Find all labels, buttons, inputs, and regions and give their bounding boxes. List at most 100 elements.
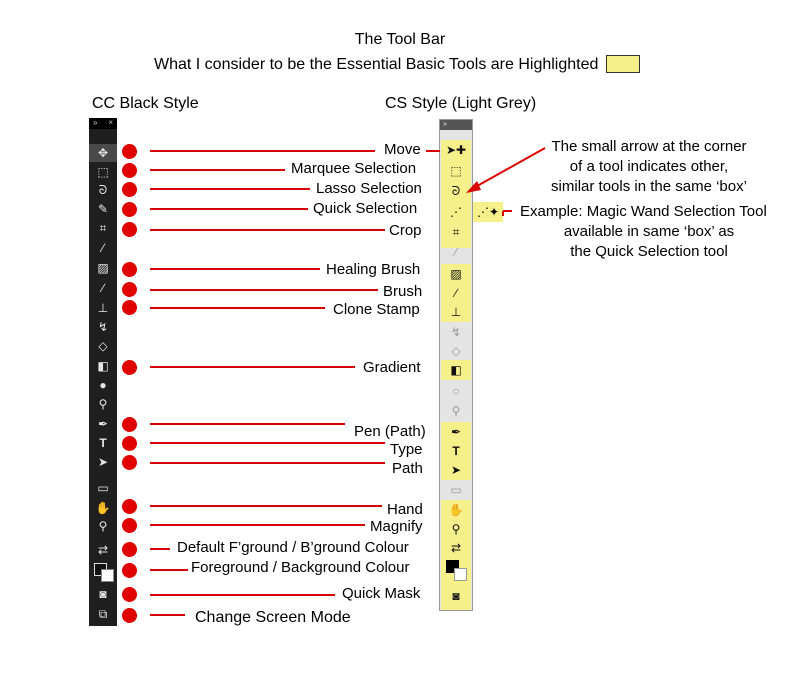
cs-crop-icon[interactable]: ⌗: [452, 225, 460, 239]
color-swatch-icon[interactable]: [89, 561, 117, 582]
screen-mode-icon[interactable]: ⧉: [98, 607, 108, 621]
highlight-group-brushes: [441, 264, 471, 322]
eyedropper-icon[interactable]: ⁄: [101, 241, 104, 255]
move-icon[interactable]: ✥: [89, 144, 117, 162]
cs-path-selection-icon[interactable]: ➤: [450, 463, 462, 477]
crop-icon[interactable]: ⌗: [99, 221, 107, 235]
cs-heading: CS Style (Light Grey): [385, 95, 537, 112]
connector-line: [426, 150, 440, 152]
marker-dot: [122, 262, 137, 277]
history-brush-icon[interactable]: ↯: [97, 320, 109, 334]
marker-dot: [122, 202, 137, 217]
note-example-line2: available in same ‘box’ as: [563, 223, 735, 240]
cs-zoom-icon[interactable]: ⚲: [451, 522, 461, 536]
cs-eraser-icon[interactable]: ◇: [451, 344, 461, 358]
marker-dot: [122, 587, 137, 602]
cs-toolbar-header[interactable]: »: [440, 120, 472, 130]
cc-heading: CC Black Style: [92, 95, 199, 112]
highlight-group-pen-type: [441, 422, 471, 480]
cs-rectangle-icon[interactable]: ▭: [450, 483, 462, 497]
cs-history-brush-icon[interactable]: ↯: [450, 325, 462, 339]
cs-lasso-icon[interactable]: ᘐ: [451, 184, 461, 198]
type-icon[interactable]: T: [99, 436, 107, 450]
highlight-group-navigation: [441, 500, 471, 610]
cs-healing-brush-icon[interactable]: ▨: [450, 267, 462, 281]
connector-line: [150, 423, 345, 425]
gradient-icon[interactable]: ◧: [97, 359, 109, 373]
connector-line: [150, 208, 308, 210]
cs-blur-icon[interactable]: ○: [452, 384, 460, 398]
note-arrow-line1: The small arrow at the corner: [551, 138, 747, 155]
eraser-icon[interactable]: ◇: [98, 339, 108, 353]
marker-dot: [122, 436, 137, 451]
tool-label: Magnify: [370, 518, 423, 535]
tool-label: Brush: [383, 283, 423, 300]
cs-toolbar: » ➤✚ ⬚ ᘐ ⋰ ⌗ ⁄ ▨ ∕ ⊥ ↯ ◇ ◧ ○ ⚲ ✒ T ➤ ▭ ✋…: [439, 119, 473, 611]
connector-line: [150, 150, 375, 152]
marquee-icon[interactable]: ⬚: [97, 165, 109, 179]
connector-line: [150, 366, 355, 368]
marker-dot: [122, 144, 137, 159]
clone-stamp-icon[interactable]: ⊥: [97, 301, 109, 315]
tool-label: Crop: [389, 222, 422, 239]
tool-label: Hand: [387, 501, 423, 518]
tool-label: Lasso Selection: [316, 180, 422, 197]
note-example-line1: Example: Magic Wand Selection Tool: [520, 203, 767, 220]
cs-color-swatch-icon[interactable]: [441, 558, 471, 584]
healing-brush-icon[interactable]: ▨: [97, 261, 109, 275]
magic-wand-icon: ⋰✦: [476, 205, 500, 219]
connector-line: [150, 169, 285, 171]
connector-line: [150, 229, 385, 231]
blur-icon[interactable]: ●: [99, 378, 107, 392]
cs-clone-stamp-icon[interactable]: ⊥: [450, 305, 462, 319]
rectangle-icon[interactable]: ▭: [97, 481, 109, 495]
magic-wand-example: ⋰✦: [473, 202, 503, 222]
note-arrow-line3: similar tools in the same ‘box’: [551, 178, 747, 195]
page-title: The Tool Bar: [354, 31, 446, 48]
cs-default-colors-icon[interactable]: ⇄: [450, 541, 462, 555]
page-subtitle: What I consider to be the Essential Basi…: [154, 56, 599, 73]
cs-marquee-icon[interactable]: ⬚: [450, 164, 462, 178]
tool-label: Quick Mask: [342, 585, 421, 602]
zoom-icon[interactable]: ⚲: [98, 519, 108, 533]
pen-icon[interactable]: ✒: [97, 417, 109, 431]
cs-gradient-icon[interactable]: ◧: [450, 363, 462, 377]
highlight-group-selection: [441, 140, 471, 248]
cs-quick-mask-icon[interactable]: ◙: [452, 589, 460, 603]
cs-brush-icon[interactable]: ∕: [454, 286, 457, 300]
marker-dot: [122, 163, 137, 178]
connector-line: [150, 268, 320, 270]
default-colors-icon[interactable]: ⇄: [97, 543, 109, 557]
cc-toolbar: »× ✥ ⬚ ᘐ ✎ ⌗ ⁄ ▨ ∕ ⊥ ↯ ◇ ◧ ● ⚲ ✒ T ➤ ▭ ✋…: [89, 118, 117, 626]
cs-eyedropper-icon[interactable]: ⁄: [454, 245, 457, 259]
marker-dot: [122, 282, 137, 297]
hand-icon[interactable]: ✋: [95, 501, 111, 515]
tool-label: Foreground / Background Colour: [191, 559, 410, 576]
cs-quick-selection-icon[interactable]: ⋰: [450, 205, 462, 219]
cs-type-icon[interactable]: T: [452, 444, 460, 458]
marker-dot: [122, 300, 137, 315]
lasso-icon[interactable]: ᘐ: [98, 183, 108, 197]
cc-toolbar-header[interactable]: »×: [89, 118, 117, 129]
marker-dot: [122, 360, 137, 375]
marker-dot: [122, 608, 137, 623]
dodge-icon[interactable]: ⚲: [98, 397, 108, 411]
marker-dot: [122, 182, 137, 197]
brush-icon[interactable]: ∕: [101, 281, 104, 295]
path-selection-icon[interactable]: ➤: [97, 455, 109, 469]
tool-label: Clone Stamp: [333, 301, 420, 318]
tool-label: Quick Selection: [313, 200, 418, 217]
marker-dot: [122, 499, 137, 514]
cs-dodge-icon[interactable]: ⚲: [451, 404, 461, 418]
marker-dot: [122, 563, 137, 578]
cs-pen-icon[interactable]: ✒: [450, 425, 462, 439]
quick-mask-icon[interactable]: ◙: [99, 587, 107, 601]
highlight-swatch: [606, 55, 640, 73]
tool-label: Move: [384, 141, 421, 158]
quick-selection-icon[interactable]: ✎: [97, 202, 109, 216]
cs-hand-icon[interactable]: ✋: [448, 503, 464, 517]
cs-move-icon[interactable]: ➤✚: [445, 143, 467, 157]
note-example-line3: the Quick Selection tool: [570, 243, 728, 260]
connector-line: [150, 188, 310, 190]
connector-line: [150, 594, 335, 596]
